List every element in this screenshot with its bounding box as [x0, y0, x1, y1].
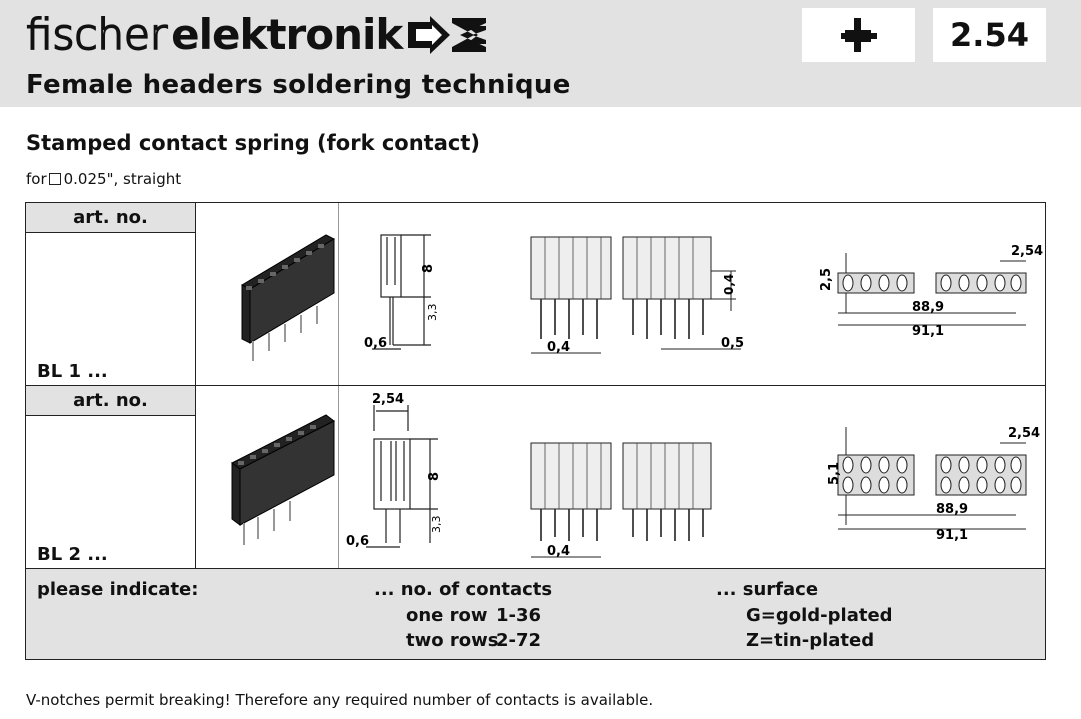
note-prefix: for — [26, 170, 47, 188]
tin-plated-option: Z=tin-plated — [746, 630, 875, 651]
row1-height-dim: 8 — [421, 264, 436, 273]
through-hole-mount-icon — [840, 18, 877, 52]
row1-header: art. no. — [26, 203, 195, 233]
row1-pin-width-dim: 0,4 — [547, 340, 570, 355]
row1-span-dim: 88,9 — [912, 300, 944, 315]
row2-pin-width-dim: 0,4 — [547, 544, 570, 559]
fischer-elektronik-logo: fischer elektronik — [25, 10, 488, 60]
row2-row-height-dim: 5,1 — [827, 462, 842, 485]
row1-product-image — [240, 234, 336, 361]
row1-pcb-layout-drawing: 2,54 88,9 91,1 2,5 — [819, 244, 1043, 339]
row1-thick-dim: 0,4 — [722, 274, 736, 295]
one-row-range: 1-36 — [496, 605, 542, 626]
row1-header-label: art. no. — [73, 207, 148, 228]
row1-offset-dim: 0,5 — [721, 336, 744, 351]
row2-article-code: BL 2 ... — [37, 544, 108, 565]
row1-front-view-drawing: 0,4 0,4 0,5 — [530, 236, 744, 355]
two-rows-range: 2-72 — [496, 630, 542, 651]
please-indicate-label: please indicate: — [37, 579, 199, 600]
contacts-heading: ... no. of contacts — [374, 579, 553, 600]
row-divider — [26, 385, 1045, 387]
brand-light-text: fischer — [25, 10, 168, 59]
row2-front-view-drawing: 0,4 — [530, 442, 712, 559]
row2-product-image — [231, 414, 335, 545]
row2-height-dim: 8 — [427, 472, 442, 481]
row2-width-dim: 0,6 — [346, 534, 369, 549]
row1-article-code: BL 1 ... — [37, 361, 108, 382]
row2-span-dim: 88,9 — [936, 502, 968, 517]
row2-pitch-top-dim: 2,54 — [372, 392, 404, 407]
footer-divider — [26, 568, 1045, 570]
gold-plated-option: G=gold-plated — [746, 605, 893, 626]
row1-pitch-dim: 2,54 — [1011, 244, 1043, 259]
mount-type-box — [802, 8, 915, 62]
article-table: art. no. BL 1 ... art. no. BL 2 ... — [25, 202, 1046, 660]
section-title: Stamped contact spring (fork contact) — [26, 131, 480, 155]
pitch-value: 2.54 — [950, 16, 1029, 54]
page-title: Female headers soldering technique — [26, 70, 571, 100]
row1-width-dim: 0,6 — [364, 336, 387, 351]
pitch-box: 2.54 — [933, 8, 1046, 62]
order-info-footer: please indicate: ... no. of contacts one… — [26, 569, 1045, 659]
row1-row-height-dim: 2,5 — [819, 268, 834, 291]
surface-heading: ... surface — [716, 579, 819, 600]
two-rows-label: two rows — [406, 630, 499, 651]
row1-side-view-drawing: 8 3,3 0,6 — [364, 234, 439, 351]
one-row-label: one row — [406, 605, 488, 626]
row2-header-label: art. no. — [73, 390, 148, 411]
section-note: for 0.025", straight — [26, 170, 181, 188]
row2-pin-dim: 3,3 — [430, 516, 443, 534]
row2-pitch-dim: 2,54 — [1008, 426, 1040, 441]
row2-header: art. no. — [26, 386, 195, 416]
note-suffix: 0.025", straight — [63, 170, 182, 188]
row2-side-view-drawing: 2,54 8 3,3 0,6 — [346, 392, 443, 549]
breaking-note: V-notches permit breaking! Therefore any… — [26, 691, 654, 709]
row1-pin-dim: 3,3 — [426, 304, 439, 322]
brand-bold-text: elektronik — [171, 10, 403, 59]
row2-pcb-layout-drawing: 2,54 88,9 91,1 5,1 — [827, 426, 1040, 543]
brand-arrow-icon — [408, 16, 487, 54]
square-pin-icon — [48, 173, 61, 185]
row2-total-dim: 91,1 — [936, 528, 968, 543]
row1-total-dim: 91,1 — [912, 324, 944, 339]
